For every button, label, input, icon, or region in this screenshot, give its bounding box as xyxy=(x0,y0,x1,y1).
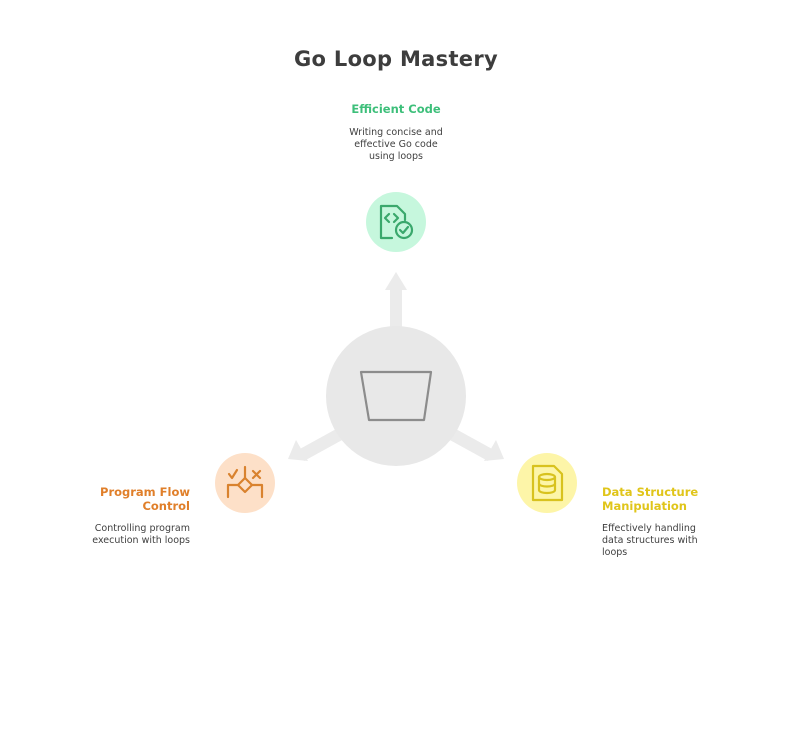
node-description: Writing concise and effective Go code us… xyxy=(316,127,476,163)
code-file-check-icon xyxy=(379,204,414,240)
heading-line: Program Flow xyxy=(100,485,190,499)
arrow-up xyxy=(385,272,407,338)
branch-decision-icon xyxy=(226,465,264,499)
description-line: loops xyxy=(602,547,628,558)
database-file-icon xyxy=(531,464,564,502)
node-heading-text: Efficient Code xyxy=(351,102,441,116)
description-line: execution with loops xyxy=(92,535,190,546)
node-program-flow-control-icon-badge[interactable] xyxy=(215,453,275,513)
description-line: Writing concise and xyxy=(349,127,443,138)
hub-circle xyxy=(326,326,466,466)
heading-line: Data Structure xyxy=(602,485,699,499)
bucket-icon xyxy=(359,370,433,422)
node-efficient-code-icon-badge[interactable] xyxy=(366,192,426,252)
arrow-left-down xyxy=(288,428,344,461)
node-heading: Efficient Code xyxy=(316,102,476,116)
description-line: Controlling program xyxy=(94,523,190,534)
description-line: Effectively handling xyxy=(602,523,696,534)
diagram-title: Go Loop Mastery xyxy=(294,47,498,71)
description-line: using loops xyxy=(369,151,423,162)
description-line: effective Go code xyxy=(354,139,438,150)
node-description: Effectively handling data structures wit… xyxy=(602,523,762,559)
arrow-right-down xyxy=(448,428,504,461)
node-heading: Data Structure Manipulation xyxy=(602,485,762,513)
node-description: Controlling program execution with loops xyxy=(40,523,190,547)
node-data-structure-icon-badge[interactable] xyxy=(517,453,577,513)
heading-line: Manipulation xyxy=(602,499,687,513)
node-heading: Program Flow Control xyxy=(40,485,190,513)
heading-line: Control xyxy=(142,499,190,513)
description-line: data structures with xyxy=(602,535,698,546)
